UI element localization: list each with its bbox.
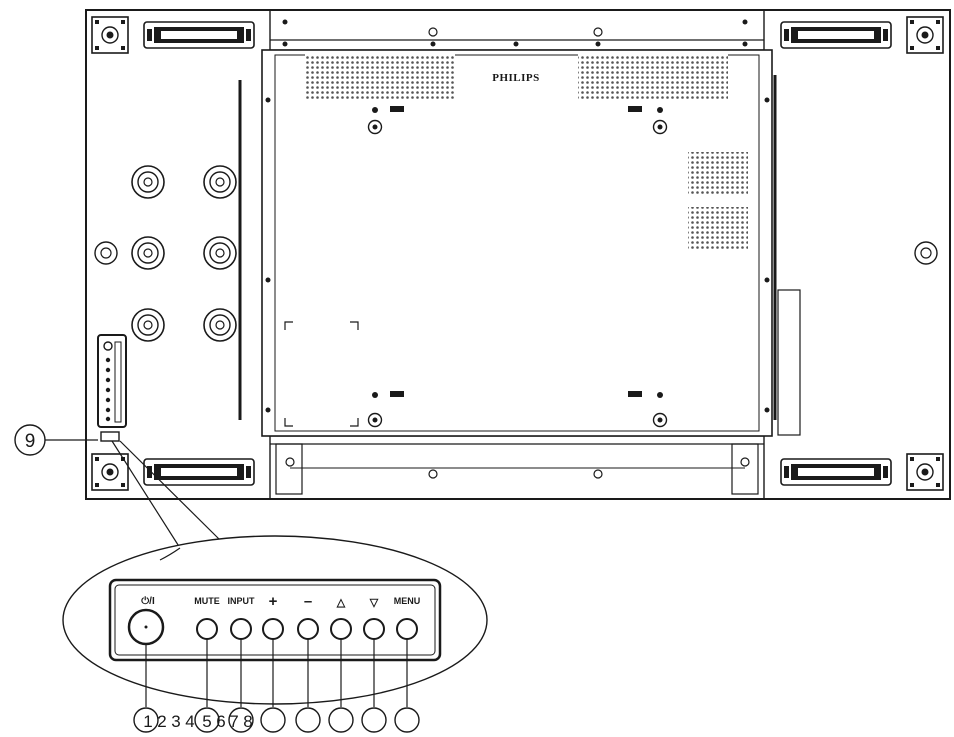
callout-1: 1 (143, 712, 152, 731)
vent-right-lower (688, 207, 748, 250)
callout-2: 2 (157, 712, 166, 731)
brand-logo-text: PHILIPS (492, 72, 540, 84)
back-plate (238, 49, 801, 437)
zoom-leader (111, 440, 221, 549)
svg-text:9: 9 (25, 431, 36, 452)
minus-button[interactable] (297, 618, 319, 640)
menu-button[interactable] (396, 618, 418, 640)
plus-label: + (269, 593, 278, 610)
callout-7: 7 (229, 712, 238, 731)
minus-label: – (304, 593, 312, 610)
up-button[interactable] (330, 618, 352, 640)
vent-top-right (578, 54, 728, 99)
input-label: INPUT (228, 596, 256, 606)
vent-top-left (305, 54, 455, 99)
mute-label: MUTE (194, 596, 220, 606)
callout-9: 9 (14, 424, 98, 456)
callout-circles (133, 707, 420, 733)
callout-leaders (145, 639, 408, 707)
callout-3: 3 (171, 712, 180, 731)
menu-label: MENU (394, 596, 421, 606)
down-button[interactable] (363, 618, 385, 640)
up-label: △ (336, 597, 346, 609)
callout-6: 6 (216, 712, 225, 731)
callout-8: 8 (243, 712, 252, 731)
mute-button[interactable] (196, 618, 218, 640)
callout-5: 5 (202, 712, 211, 731)
callout-4: 4 (185, 712, 194, 731)
vent-right-upper (688, 152, 748, 195)
power-button[interactable] (127, 608, 165, 646)
vesa-screw-icon (94, 165, 938, 342)
input-button[interactable] (230, 618, 252, 640)
side-keypad-strip (97, 334, 127, 442)
frame-detail (265, 19, 770, 495)
power-label: ⏻/I (141, 595, 155, 607)
down-label: ▽ (369, 597, 379, 609)
mount-screw-icon (367, 106, 668, 428)
plus-button[interactable] (262, 618, 284, 640)
